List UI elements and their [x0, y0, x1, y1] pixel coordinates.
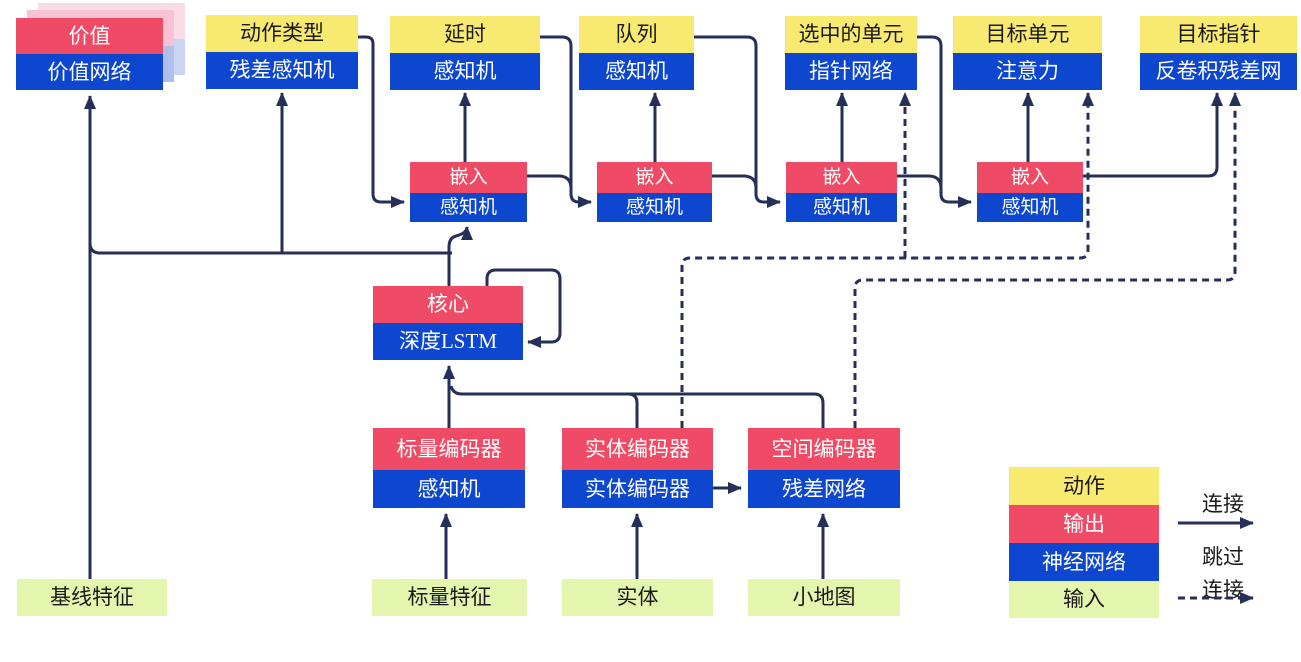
embedding-2-output-label: 嵌入	[597, 162, 712, 193]
embedding-node-1: 嵌入 感知机	[410, 162, 527, 222]
entities-node: 实体	[562, 579, 713, 616]
target-unit-network-label: 注意力	[953, 53, 1102, 90]
embedding-3-output-label: 嵌入	[786, 162, 897, 193]
wire-core-output-rail	[88, 242, 452, 255]
target-point-node: 目标指针 反卷积残差网	[1140, 16, 1297, 90]
delay-action-label: 延时	[390, 16, 540, 53]
core-node: 核心 深度LSTM	[373, 286, 523, 360]
action-type-network-label: 残差感知机	[206, 52, 358, 89]
value-node: 价值 价值网络	[16, 18, 163, 90]
embedding-1-network-label: 感知机	[410, 193, 527, 222]
target-unit-node: 目标单元 注意力	[953, 16, 1102, 90]
wire-core-to-embedding1	[447, 226, 473, 286]
spatial-encoder-output-label: 空间编码器	[748, 428, 900, 470]
wire-embedding2-merge	[712, 174, 758, 189]
queue-network-label: 感知机	[579, 53, 694, 90]
skip-spatial-encoder-to-target-point	[853, 92, 1241, 428]
legend-network-label: 神经网络	[1009, 543, 1159, 581]
embedding-node-3: 嵌入 感知机	[786, 162, 897, 222]
legend-connection-label: 连接	[1202, 492, 1244, 516]
value-output-label: 价值	[16, 18, 163, 54]
wire-embedding1-merge	[527, 174, 573, 189]
target-point-action-label: 目标指针	[1140, 16, 1297, 53]
spatial-encoder-node: 空间编码器 残差网络	[748, 428, 900, 508]
scalar-encoder-output-label: 标量编码器	[373, 428, 525, 470]
skip-entity-encoder-to-target-unit	[680, 92, 1094, 428]
embedding-3-network-label: 感知机	[786, 193, 897, 222]
minimap-node: 小地图	[748, 579, 900, 616]
selected-units-node: 选中的单元 指针网络	[785, 16, 917, 90]
core-network-label: 深度LSTM	[373, 323, 523, 360]
action-type-action-label: 动作类型	[206, 15, 358, 52]
entity-encoder-output-label: 实体编码器	[562, 428, 713, 470]
delay-network-label: 感知机	[390, 53, 540, 90]
embedding-node-4: 嵌入 感知机	[977, 162, 1083, 222]
value-network-label: 价值网络	[16, 54, 163, 90]
entity-encoder-network-label: 实体编码器	[562, 470, 713, 508]
wire-entity-encoder-merge-to-core	[627, 392, 639, 428]
baseline-features-node: 基线特征	[17, 579, 167, 616]
scalar-encoder-network-label: 感知机	[373, 470, 525, 508]
embedding-4-network-label: 感知机	[977, 193, 1083, 222]
target-unit-action-label: 目标单元	[953, 16, 1102, 53]
legend-input-label: 输入	[1009, 581, 1159, 618]
wire-embedding4-to-target-point	[1083, 92, 1223, 178]
delay-node: 延时 感知机	[390, 16, 540, 90]
spatial-encoder-network-label: 残差网络	[748, 470, 900, 508]
entity-encoder-node: 实体编码器 实体编码器	[562, 428, 713, 508]
queue-node: 队列 感知机	[579, 16, 694, 90]
core-output-label: 核心	[373, 286, 523, 323]
target-point-network-label: 反卷积残差网	[1140, 53, 1297, 90]
legend-output-label: 输出	[1009, 505, 1159, 543]
queue-action-label: 队列	[579, 16, 694, 53]
legend-skip-label-line1: 跳过	[1202, 545, 1244, 569]
selected-units-action-label: 选中的单元	[785, 16, 917, 53]
embedding-4-output-label: 嵌入	[977, 162, 1083, 193]
embedding-2-network-label: 感知机	[597, 193, 712, 222]
legend-color-key: 动作 输出 神经网络 输入	[1009, 467, 1159, 618]
selected-units-network-label: 指针网络	[785, 53, 917, 90]
legend-action-label: 动作	[1009, 467, 1159, 505]
wire-spatial-encoder-rail-to-core	[449, 385, 825, 428]
wire-embedding3-merge	[897, 174, 943, 189]
scalar-features-node: 标量特征	[372, 579, 527, 616]
embedding-node-2: 嵌入 感知机	[597, 162, 712, 222]
scalar-encoder-node: 标量编码器 感知机	[373, 428, 525, 508]
legend-skip-label-line2: 连接	[1202, 578, 1244, 602]
action-type-node: 动作类型 残差感知机	[206, 15, 358, 89]
embedding-1-output-label: 嵌入	[410, 162, 527, 193]
